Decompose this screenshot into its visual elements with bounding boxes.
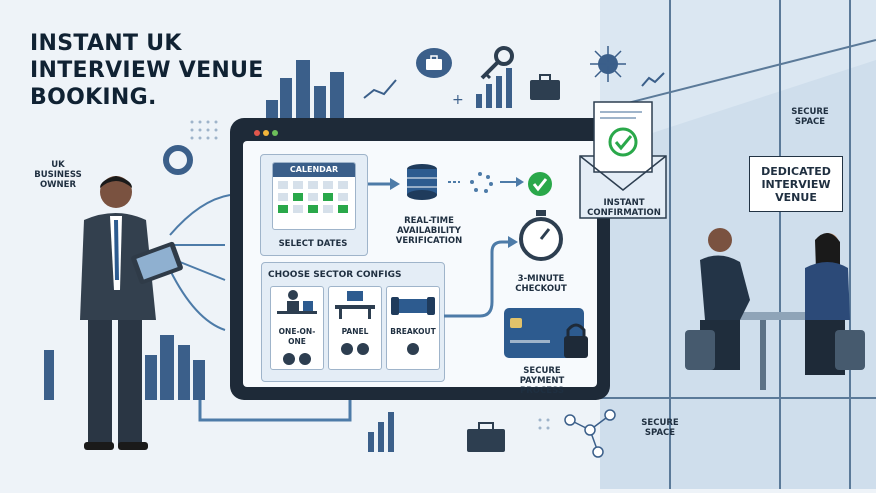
checkout-label: 3-MINUTE CHECKOUT: [515, 274, 567, 294]
calendar-header: CALENDAR: [273, 163, 355, 177]
secure-space-bottom-label: SECURE SPACE: [641, 418, 679, 438]
business-owner-figure: [80, 176, 183, 450]
key-icon: [480, 46, 514, 80]
database-icon: [407, 164, 437, 200]
desk-person-icon: [277, 290, 317, 314]
page-title: INSTANT UK INTERVIEW VENUE BOOKING.: [30, 31, 264, 110]
window-dots: [254, 130, 278, 136]
sector-option-panel[interactable]: PANEL: [328, 286, 382, 370]
curved-arrow-icon: [444, 236, 518, 318]
stopwatch-icon: [519, 210, 563, 261]
venue-sign: DEDICATED INTERVIEW VENUE: [749, 156, 843, 212]
sofa-icon: [391, 297, 435, 315]
trend-line-icon: [641, 72, 665, 87]
calendar-grid: [278, 181, 348, 213]
panel-table-icon: [335, 291, 375, 319]
option-label: ONE-ON-ONE: [278, 327, 316, 346]
secure-space-top-label: SECURE SPACE: [791, 107, 829, 127]
briefcase-dark-icon: [530, 74, 560, 100]
verification-label: REAL-TIME AVAILABILITY VERIFICATION: [395, 216, 463, 246]
credit-card-icon: [504, 308, 588, 358]
option-label: PANEL: [341, 327, 369, 336]
briefcase-icon: [416, 48, 452, 78]
sector-option-one-on-one[interactable]: ONE-ON-ONE: [270, 286, 324, 370]
option-icons: [407, 343, 419, 355]
svg-text:+: +: [452, 92, 464, 108]
owner-label: UK BUSINESS OWNER: [34, 160, 82, 190]
option-label: BREAKOUT: [390, 327, 436, 336]
option-icons: [341, 343, 369, 355]
check-circle-icon: [528, 172, 552, 196]
arrow-right-icon: [368, 178, 400, 190]
payment-label: SECURE PAYMENT PROCESS: [519, 366, 565, 396]
option-icons: [283, 353, 311, 365]
envelope-check-icon: [579, 101, 667, 219]
globe-network-icon: [590, 46, 626, 82]
sector-option-breakout[interactable]: BREAKOUT: [386, 286, 440, 370]
sector-heading: CHOOSE SECTOR CONFIGS: [268, 270, 402, 280]
venue-sign-text: DEDICATED INTERVIEW VENUE: [761, 164, 831, 204]
briefcase-bottom-icon: [467, 422, 505, 452]
loading-spinner-icon: [448, 172, 524, 193]
calendar-label: SELECT DATES: [278, 239, 348, 249]
confirmation-label: INSTANT CONFIRMATION: [587, 198, 661, 218]
calendar-widget[interactable]: CALENDAR: [272, 162, 356, 230]
